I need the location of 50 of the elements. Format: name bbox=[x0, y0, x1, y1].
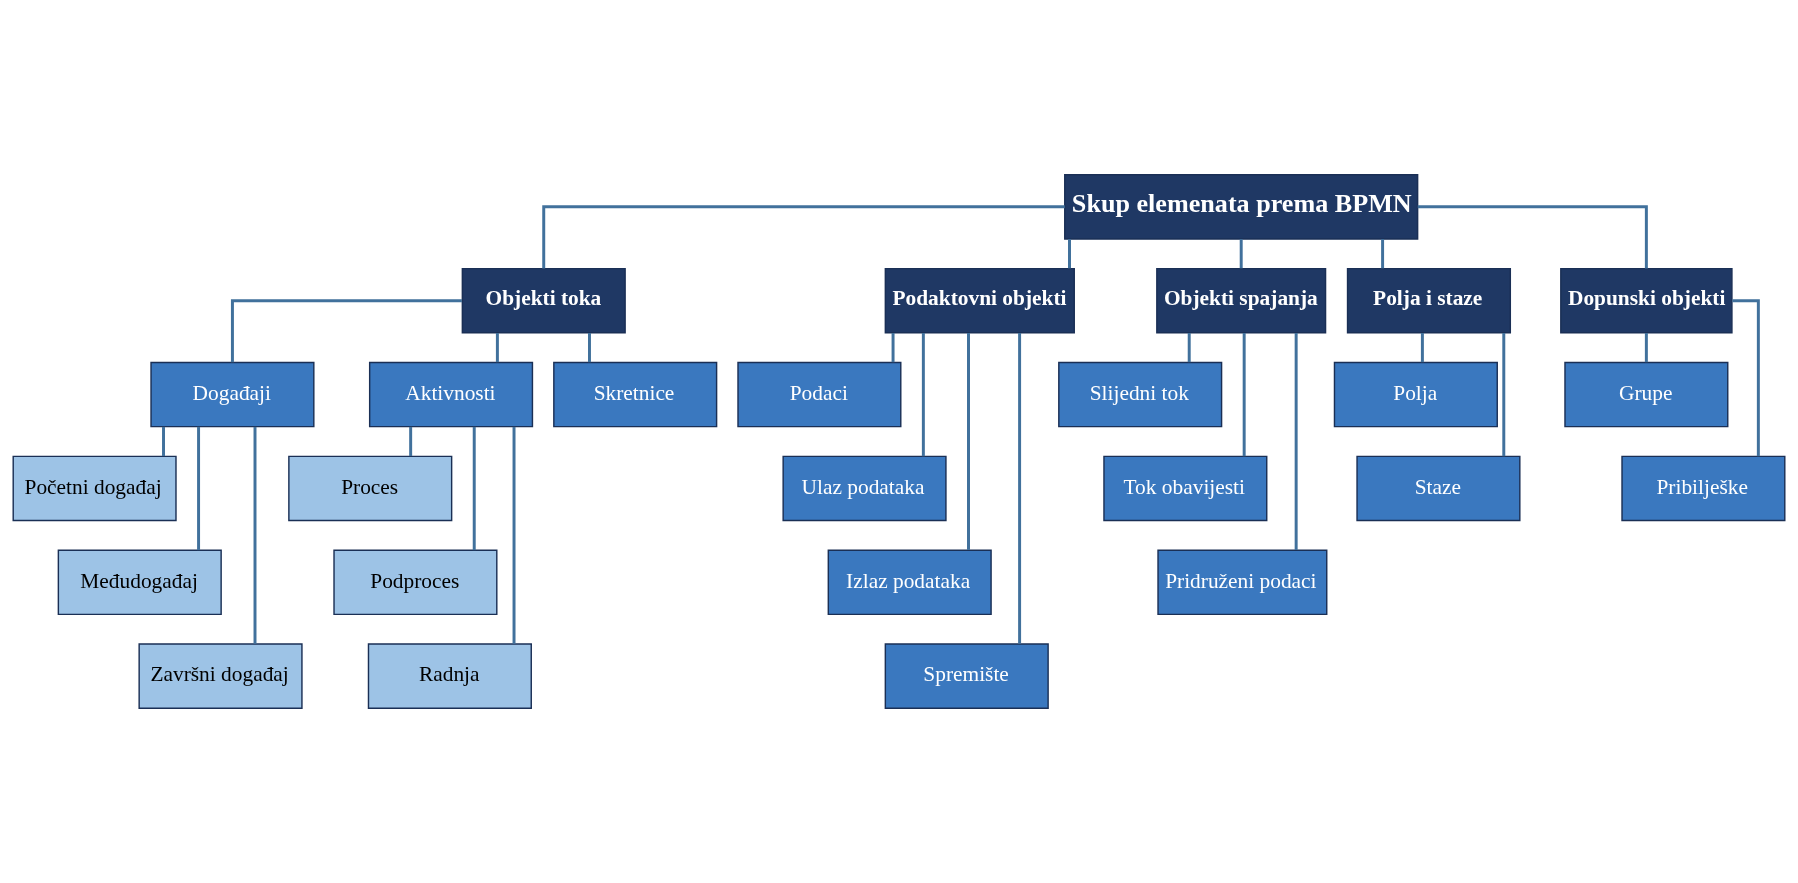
connector bbox=[472, 426, 476, 551]
connector bbox=[967, 333, 970, 550]
node-box: Dopunski objekti bbox=[1560, 267, 1733, 334]
node-box: Polja bbox=[1333, 361, 1498, 428]
node-box: Polja i staze bbox=[1346, 267, 1512, 334]
node-box: Tok obavijesti bbox=[1103, 455, 1268, 522]
connector bbox=[495, 333, 499, 363]
connector bbox=[409, 426, 413, 457]
node-box: Izlaz podataka bbox=[827, 549, 992, 616]
node-box: Objekti toka bbox=[461, 267, 626, 334]
connector bbox=[230, 299, 462, 363]
node-box: Staze bbox=[1356, 455, 1521, 522]
connector bbox=[253, 426, 257, 644]
node-box: Pridruženi podaci bbox=[1157, 549, 1328, 616]
node-box: Podaktovni objekti bbox=[884, 267, 1075, 334]
node-box: Podproces bbox=[333, 549, 498, 616]
node-box: Skretnice bbox=[553, 361, 718, 428]
node-box: Objekti spajanja bbox=[1156, 267, 1327, 334]
connector bbox=[542, 205, 1065, 269]
node-box: Pribilješke bbox=[1621, 455, 1786, 522]
connector bbox=[588, 333, 591, 363]
node-box: Međudogađaj bbox=[57, 549, 222, 616]
connector bbox=[1420, 333, 1424, 363]
node-box: Početni događaj bbox=[12, 455, 177, 522]
connector bbox=[512, 426, 516, 644]
node-box: Podaci bbox=[737, 361, 902, 428]
connector bbox=[1644, 333, 1648, 363]
connector bbox=[1018, 333, 1022, 644]
connector bbox=[1068, 239, 1071, 269]
connector bbox=[1242, 332, 1246, 457]
node-box: Radnja bbox=[367, 643, 532, 709]
connector bbox=[1187, 333, 1191, 363]
node-box: Grupe bbox=[1564, 361, 1729, 428]
node-box: Događaji bbox=[150, 361, 315, 428]
connector bbox=[1294, 333, 1298, 550]
connector bbox=[1502, 332, 1506, 457]
connector bbox=[891, 333, 895, 363]
node-box: Proces bbox=[288, 455, 453, 522]
node-box: Skup elemenata prema BPMN bbox=[1064, 174, 1419, 240]
connector bbox=[1239, 239, 1243, 269]
node-box: Ulaz podataka bbox=[782, 455, 947, 522]
connector bbox=[1417, 205, 1648, 269]
node-box: Spremište bbox=[884, 643, 1049, 709]
node-box: Aktivnosti bbox=[368, 361, 534, 428]
connector bbox=[197, 426, 201, 551]
connector bbox=[162, 426, 165, 457]
connector bbox=[921, 332, 925, 457]
node-box: Završni događaj bbox=[138, 643, 303, 709]
node-box: Slijedni tok bbox=[1058, 361, 1223, 428]
connector bbox=[1381, 239, 1385, 269]
